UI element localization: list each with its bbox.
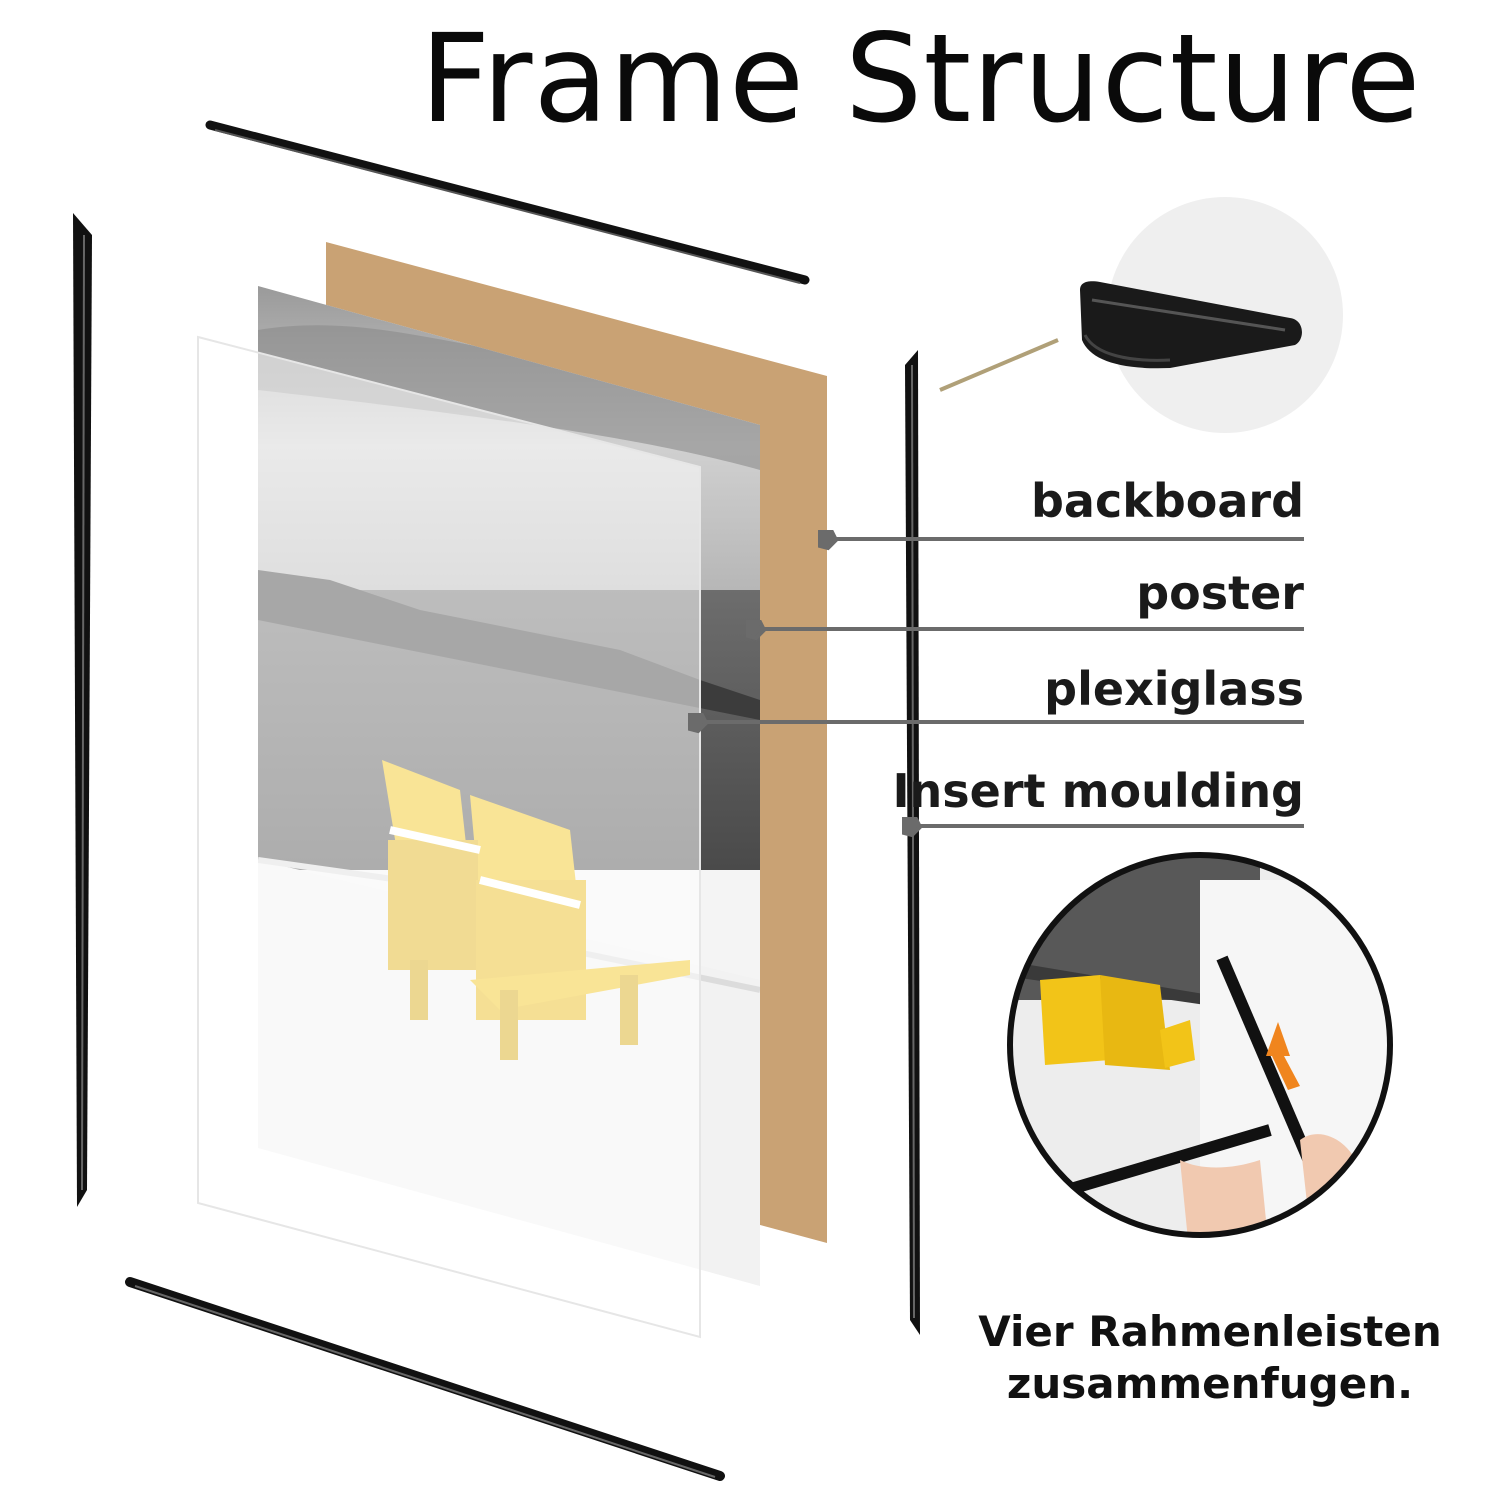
assembly-caption: Vier Rahmenleisten zusammenfugen. (960, 1306, 1460, 1410)
bottom-moulding-bar (125, 1277, 725, 1481)
page-title: Frame Structure (420, 8, 1422, 150)
caption-line-1: Vier Rahmenleisten (978, 1307, 1442, 1356)
leader-lines (688, 338, 1304, 838)
moulding-profile-icon (1080, 197, 1343, 433)
left-moulding-bar (73, 213, 92, 1207)
label-insert-moulding: Insert moulding (892, 764, 1304, 818)
top-moulding-bar (205, 120, 810, 285)
label-plexiglass: plexiglass (1044, 662, 1304, 716)
arrow-up-icon (1266, 1022, 1300, 1090)
label-backboard: backboard (1030, 474, 1304, 528)
plexiglass-panel (197, 335, 701, 1339)
assembly-zoom (1007, 852, 1393, 1238)
caption-line-2: zusammenfugen. (1006, 1359, 1414, 1408)
right-moulding-bar (905, 350, 920, 1335)
label-poster: poster (1136, 566, 1304, 620)
